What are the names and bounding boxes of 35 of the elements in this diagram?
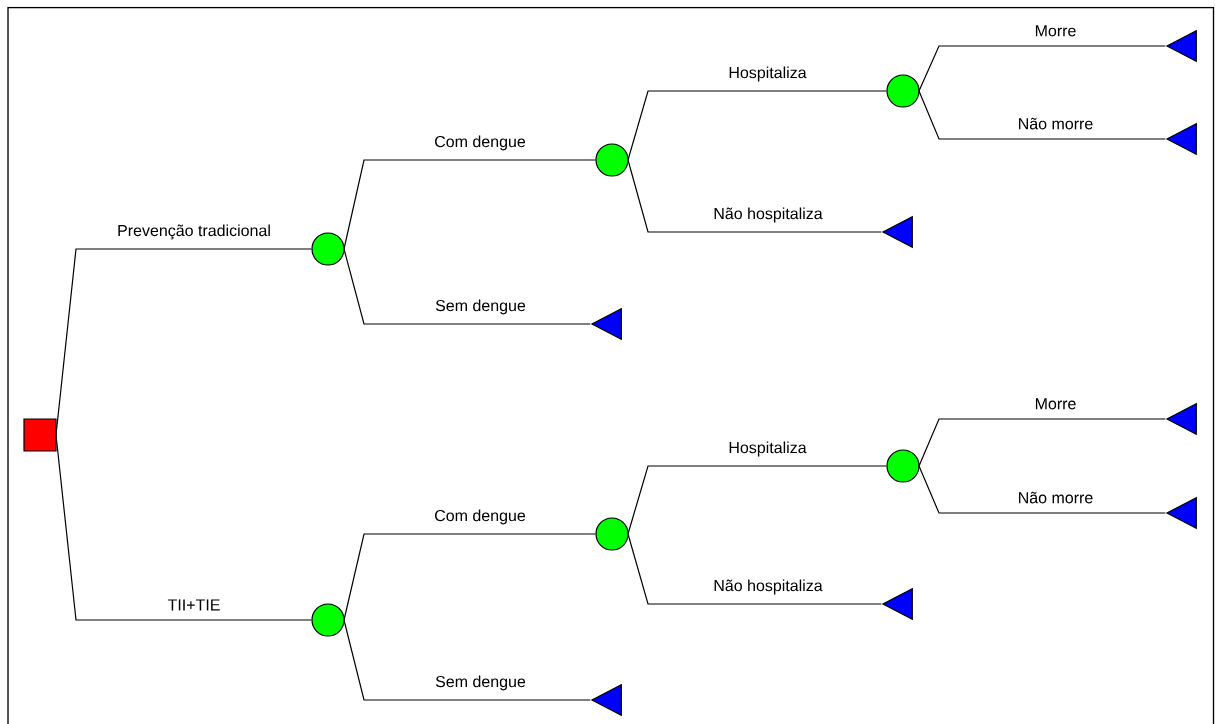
edge-label: Hospitaliza [729, 441, 807, 457]
edge-label: Não morre [1019, 117, 1093, 130]
edge-label: Sem dengue [435, 675, 526, 691]
chance-circle [595, 517, 629, 551]
edge-label: Não morre [1019, 491, 1093, 504]
edge-label: Com dengue [435, 509, 526, 525]
chance-circle [311, 603, 345, 637]
chance-circle [595, 143, 629, 177]
branch-line [343, 248, 591, 325]
edge-label: Não hospitaliza [714, 579, 823, 595]
branch-line [918, 418, 1166, 467]
branch-line [627, 90, 887, 161]
edge-label: Sem dengue [435, 299, 526, 315]
edge-label: Não hospitaliza [714, 207, 823, 223]
branch-line [627, 465, 887, 535]
branch-line [55, 434, 312, 621]
branch-line [343, 159, 596, 250]
chance-circle [886, 74, 920, 108]
edge-label: Morre [1035, 25, 1076, 37]
edge-label: Prevenção tradicional [118, 224, 270, 240]
branch-line [55, 248, 312, 436]
edge-label: TII+TIE [167, 599, 220, 611]
branch-line [627, 159, 882, 233]
branch-line [343, 533, 596, 621]
branch-line [918, 90, 1166, 140]
branch-line [918, 45, 1166, 92]
chance-circle [886, 449, 920, 483]
decision-square [23, 418, 57, 452]
branch-line [918, 465, 1166, 514]
edge-label: Hospitaliza [729, 66, 807, 82]
branch-line [627, 533, 882, 605]
edge-label: Morre [1035, 398, 1076, 410]
edge-label: Com dengue [435, 135, 526, 151]
chance-circle [311, 232, 345, 266]
branch-line [343, 619, 591, 701]
